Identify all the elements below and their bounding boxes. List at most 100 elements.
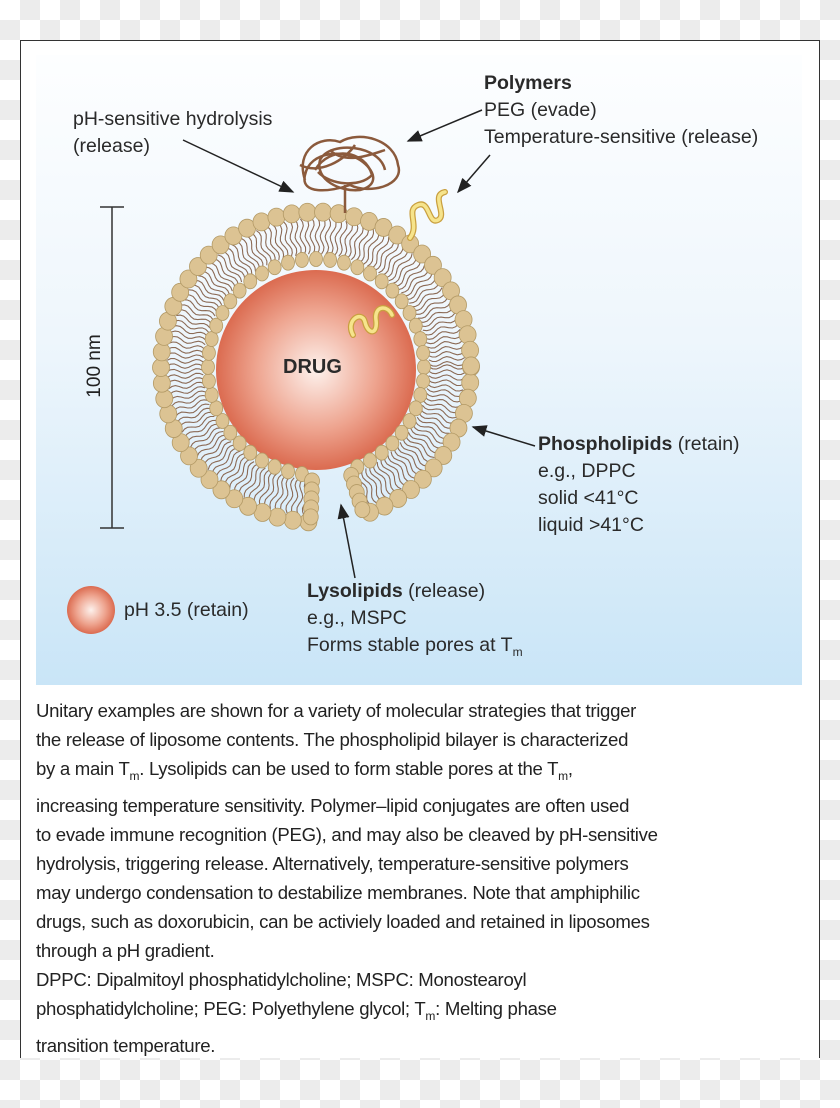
lipid-tail (296, 478, 304, 516)
lipid-tail (167, 352, 204, 359)
polymers-temp: Temperature-sensitive (release) (484, 126, 759, 148)
lipid-tail (217, 254, 243, 283)
caption-text: to evade immune recognition (PEG), and m… (36, 824, 658, 845)
lipid-heads (152, 202, 480, 532)
inner-lipid-head (323, 252, 337, 268)
arrow-ph-hydrolysis (182, 139, 295, 193)
lipid-tail (334, 219, 343, 256)
caption-text: , (567, 758, 573, 779)
outer-lipid-head (268, 507, 287, 527)
lipid-tail (428, 356, 465, 363)
caption-line: phosphatidylcholine; PEG: Polyethylene g… (36, 994, 658, 1031)
inner-lipid-head (255, 265, 269, 282)
outer-lipid-head (179, 269, 198, 289)
outer-lipid-head (225, 489, 244, 509)
inner-lipid-head (204, 331, 219, 347)
lipid-tail (421, 312, 456, 328)
lipid-tail (185, 294, 218, 313)
lipid-tail (203, 441, 232, 466)
lipid-tail (428, 361, 466, 367)
lipid-tail (412, 424, 445, 444)
lipid-tail (285, 477, 295, 514)
lipid-tail (393, 448, 420, 476)
inner-lipid-head (374, 273, 389, 290)
lipid-tail (175, 403, 210, 417)
lipid-tail (191, 284, 223, 306)
caption-text: Unitary examples are shown for a variety… (36, 700, 637, 721)
caption-text: drugs, such as doxorubicin, can be activ… (36, 911, 650, 932)
lipid-tail (181, 415, 215, 433)
lipid-tail (277, 222, 289, 258)
caption-text: by a main T (36, 758, 130, 779)
lipid-tail (388, 253, 413, 282)
lipid-tail (380, 459, 402, 490)
inner-lipid-head (413, 387, 428, 403)
lipid-tail (288, 220, 298, 257)
lipid-tail (283, 221, 293, 257)
polymer-tangle (299, 135, 401, 213)
lipid-tail (238, 463, 259, 495)
inner-lipid-head (281, 463, 295, 480)
lipid-tail (415, 297, 449, 315)
lipid-tail (166, 363, 204, 369)
lipid-tail (215, 450, 241, 478)
inner-lipid-head (408, 400, 423, 417)
lipid-tail (411, 287, 443, 308)
lipid-tail (168, 341, 205, 350)
lipid-tail (171, 394, 207, 407)
lipid-tail (365, 468, 383, 502)
phospholipids-example: e.g., DPPC (538, 460, 636, 482)
arrow-peg (406, 109, 483, 142)
lipid-tail (304, 218, 311, 255)
lipid-tail (221, 250, 246, 280)
outer-lipid-head (212, 480, 231, 500)
lipid-tails (166, 217, 466, 517)
inner-lipid-head (413, 331, 428, 347)
lipid-tail (399, 442, 428, 467)
inner-lipid-head (215, 413, 230, 429)
lipid-tail (235, 240, 257, 272)
lipid-tail (209, 262, 236, 289)
inner-lipid-head (394, 424, 409, 441)
lipid-tail (418, 412, 452, 429)
inner-lipid-head (295, 252, 309, 268)
lipid-tail (423, 400, 459, 414)
lipid-tail (401, 268, 430, 294)
lipid-tail (188, 289, 220, 309)
caption-text: hydrolysis, triggering release. Alternat… (36, 853, 629, 874)
lipid-tail (213, 258, 239, 286)
arrow-phospholipids (471, 425, 536, 447)
outer-lipid-head (433, 268, 452, 288)
lipid-tail (387, 454, 411, 483)
outer-lipid-head (462, 356, 480, 376)
lipid-tail (383, 456, 407, 487)
caption-line: drugs, such as doxorubicin, can be activ… (36, 907, 658, 936)
lipid-tail (314, 217, 321, 255)
pore-lipid-head (354, 501, 371, 519)
ph-legend-swatch (67, 586, 115, 634)
lipid-tail (425, 328, 461, 340)
caption-line: may undergo condensation to destabilize … (36, 878, 658, 907)
lysolipids-pores-text: Forms stable pores at T (307, 634, 513, 656)
caption-text: DPPC: Dipalmitoyl phosphatidylcholine; M… (36, 969, 527, 990)
outer-lipid-head (189, 257, 207, 276)
lipid-tail (182, 299, 216, 317)
lipid-tail (427, 383, 464, 392)
lipid-tail (324, 218, 331, 255)
outer-lipid-head (458, 325, 477, 345)
lipid-tail (187, 423, 219, 443)
lipid-tail (363, 231, 380, 265)
outer-lipid-head (413, 469, 432, 489)
lipid-tail (253, 469, 270, 503)
outer-lipid-head (199, 245, 218, 265)
polymers-peg: PEG (evade) (484, 99, 597, 121)
lipid-tail (193, 430, 224, 453)
lipid-tail (269, 474, 282, 509)
pore-lipid-head (302, 508, 319, 526)
lipid-tail (180, 304, 214, 321)
lipid-tail (426, 334, 462, 345)
outer-lipid-head (461, 373, 480, 393)
lipid-tail (201, 270, 230, 295)
lysolipids-label: Lysolipids (release) (307, 578, 485, 605)
lipid-tail (255, 230, 272, 264)
